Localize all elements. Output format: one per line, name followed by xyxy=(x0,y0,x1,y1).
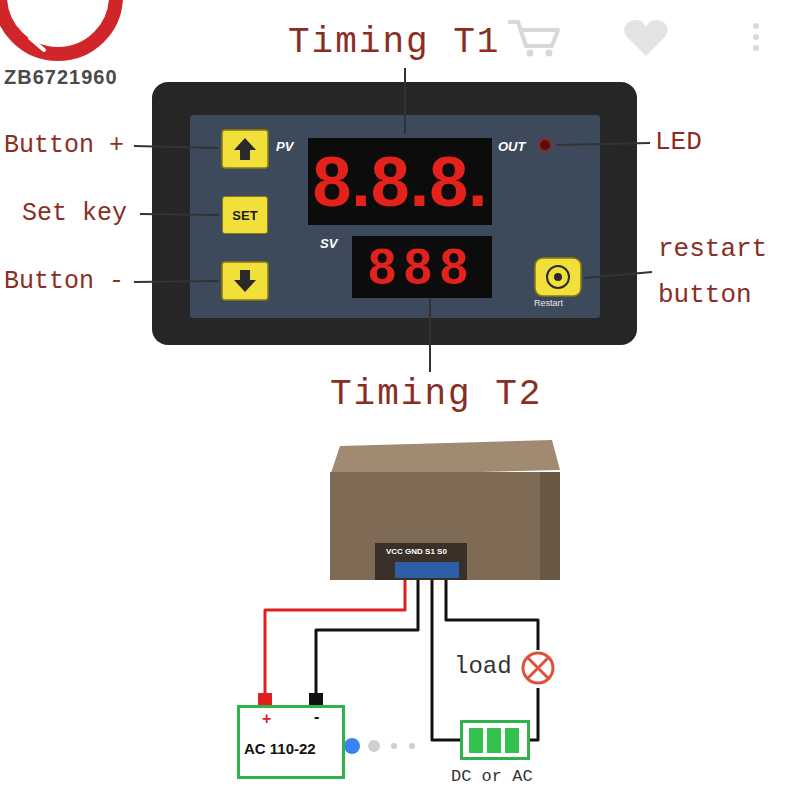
watermark: ZB6721960 xyxy=(4,66,118,89)
logo-ring xyxy=(0,0,116,54)
leader-line xyxy=(134,146,219,148)
module-body xyxy=(330,472,560,580)
dc-ac-source: DC or AC xyxy=(460,720,530,760)
battery-cell xyxy=(487,728,501,753)
wire xyxy=(265,580,405,705)
leader-line xyxy=(404,68,406,134)
leader-line xyxy=(556,143,650,145)
node-text: 888 xyxy=(368,238,475,296)
node-text: OUT xyxy=(498,139,525,154)
timer-panel: SET 8.8.8. 888 PV OUT SV Restart xyxy=(152,82,637,345)
callout-label: Timing T1 xyxy=(288,22,500,63)
node-text: 8.8.8. xyxy=(312,142,487,222)
node-text: load xyxy=(454,653,512,680)
back-arrow-icon xyxy=(30,26,72,50)
heart-icon xyxy=(624,20,667,56)
node-text: SET xyxy=(232,208,257,223)
lamp-cross xyxy=(528,658,548,678)
menu-dot xyxy=(753,23,759,29)
callout-label: Button - xyxy=(4,267,124,296)
node-text: DC or AC xyxy=(451,767,533,786)
carousel-dot xyxy=(344,738,360,754)
module-top xyxy=(330,440,560,476)
callout-label: Timing T2 xyxy=(330,374,542,415)
node-text: SV xyxy=(320,236,337,251)
callout-label: LED xyxy=(655,127,702,157)
leader-line xyxy=(429,297,431,372)
power-supply: + - AC 110-22 xyxy=(237,705,345,779)
leader-line xyxy=(584,272,652,278)
battery-cell xyxy=(469,728,483,753)
restart-dot xyxy=(554,273,562,281)
terminal-block xyxy=(395,562,459,578)
carousel-dot xyxy=(391,743,397,749)
panel-bezel xyxy=(152,82,637,345)
wire xyxy=(316,580,418,705)
button-plus xyxy=(222,130,268,168)
up-arrow xyxy=(234,138,256,160)
node-text: Restart xyxy=(534,298,563,308)
carousel-dot xyxy=(409,743,415,749)
battery-cell xyxy=(505,728,519,753)
node-text: VCC GND S1 S0 xyxy=(386,547,447,556)
cart-wheel xyxy=(527,50,534,57)
menu-dot xyxy=(753,45,759,51)
terminal-notch xyxy=(375,543,467,580)
wire xyxy=(530,688,538,740)
panel-face xyxy=(190,115,600,318)
cart-wheel xyxy=(546,50,553,57)
button-minus xyxy=(222,262,268,300)
node-text: - xyxy=(314,708,319,726)
load-lamp: load xyxy=(450,650,560,688)
relay-module: VCC GND S1 S0 xyxy=(330,440,560,580)
restart-button xyxy=(535,258,581,296)
node-text: PV xyxy=(276,139,293,154)
cart-icon xyxy=(508,22,558,46)
leader-line xyxy=(140,214,219,215)
node-text: + xyxy=(262,710,271,728)
set-key: SET xyxy=(222,196,268,234)
callout-label: Set key xyxy=(22,199,127,228)
callout-label: restart button xyxy=(658,226,796,318)
node-text: AC 110-22 xyxy=(244,740,316,757)
carousel-dot xyxy=(368,740,380,752)
wire xyxy=(446,580,538,650)
module-side xyxy=(540,472,560,580)
leader-line xyxy=(134,281,219,282)
display-t1: 8.8.8. xyxy=(308,138,492,225)
lamp-symbol xyxy=(523,653,553,683)
display-t2: 888 xyxy=(352,236,492,298)
menu-dot xyxy=(753,34,759,40)
restart-ring xyxy=(547,266,569,288)
down-arrow xyxy=(234,270,256,292)
led xyxy=(539,139,551,151)
callout-label: Button + xyxy=(4,131,124,160)
